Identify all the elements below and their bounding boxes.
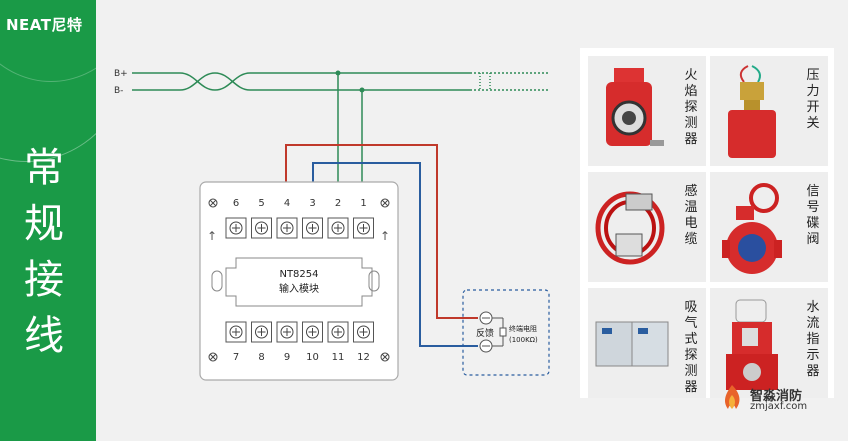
resistor-label: 终端电阻 [509, 324, 537, 333]
input-module: ↑ ↑ NT8254 输入模块 [199, 181, 399, 381]
device-card: 水 流 指 示 器 [710, 288, 828, 398]
terminal: 12 [353, 321, 374, 363]
device-card: 吸 气 式 探 测 器 [588, 288, 706, 398]
terminal: 6 [225, 198, 247, 239]
module-name: 输入模块 [279, 282, 319, 295]
device-label: 压 力 开 关 [806, 68, 820, 131]
terminal-number: 1 [360, 198, 366, 209]
page-title: 常 规 接 线 [24, 145, 64, 359]
terminal: 1 [353, 198, 374, 239]
terminal-number: 8 [258, 352, 264, 363]
module-model: NT8254 [279, 269, 318, 280]
device-card: 火 焰 探 测 器 [588, 56, 706, 166]
heat-cable-icon [595, 191, 665, 265]
blue-wire [312, 162, 478, 347]
device-label: 信 号 碟 阀 [806, 184, 820, 247]
brand-logo: NEAT尼特 [6, 16, 83, 34]
terminal-number: 10 [306, 352, 319, 363]
sidebar: NEAT尼特 常 规 接 线 [0, 0, 96, 441]
butterfly-valve-icon [722, 183, 782, 274]
terminal: 11 [327, 321, 349, 363]
end-resistor-box: 反馈 终端电阻 (100KΩ) [462, 289, 550, 376]
watermark-name: 智淼消防 [750, 389, 803, 404]
terminal: 4 [276, 198, 298, 239]
arrow-up-icon: ↑ [207, 229, 217, 243]
device-label: 感 温 电 缆 [684, 184, 698, 247]
pressure-switch-icon [728, 65, 776, 158]
bus-label-b-minus: B- [114, 86, 123, 96]
water-flow-indicator-icon [726, 299, 778, 390]
flame-detector-icon [606, 68, 664, 146]
terminal-number: 5 [258, 198, 264, 209]
watermark: 智淼消防 zmjaxf.com [716, 383, 834, 415]
terminal-number: 7 [233, 352, 239, 363]
device-card: 压 力 开 关 [710, 56, 828, 166]
device-label: 火 焰 探 测 器 [684, 68, 698, 147]
terminal-number: 9 [284, 352, 290, 363]
terminal: 7 [225, 321, 247, 363]
top-terminal-block: 6 5 4 3 2 1 [225, 198, 374, 239]
decorative-arc [0, 0, 96, 82]
terminal-number: 3 [309, 198, 315, 209]
device-label: 吸 气 式 探 测 器 [684, 300, 698, 395]
junction-dot [335, 70, 341, 76]
feedback-label: 反馈 [476, 327, 494, 339]
terminal-number: 12 [357, 352, 370, 363]
terminal-number: 6 [233, 198, 239, 209]
device-card: 信 号 碟 阀 [710, 172, 828, 282]
wiring-diagram: B+ B- ↑ ↑ NT8254 输入模块 6 5 4 3 2 1 7 8 9 10 11 12 反… [114, 69, 550, 381]
terminal-number: 2 [335, 198, 341, 209]
flame-logo-icon [725, 385, 740, 409]
bottom-terminal-block: 7 8 9 10 11 12 [225, 321, 374, 363]
device-label: 水 流 指 示 器 [806, 300, 820, 379]
terminal: 9 [276, 321, 298, 363]
junction-dot [359, 87, 365, 93]
terminal: 3 [302, 198, 323, 239]
arrow-up-icon: ↑ [380, 229, 390, 243]
device-card: 感 温 电 缆 [588, 172, 706, 282]
terminal: 5 [251, 198, 272, 239]
terminal: 8 [251, 321, 272, 363]
terminal: 10 [302, 321, 323, 363]
resistor-value: (100KΩ) [509, 336, 538, 344]
terminal-number: 4 [284, 198, 290, 209]
terminal: 2 [327, 198, 349, 239]
aspirating-detector-icon [595, 321, 669, 367]
watermark-url: zmjaxf.com [750, 401, 808, 412]
red-wire [285, 144, 478, 319]
terminal-number: 11 [332, 352, 345, 363]
device-panel: 火 焰 探 测 器 压 力 开 关 感 温 电 缆 信 号 碟 阀 [580, 48, 834, 398]
bus-label-b-plus: B+ [114, 69, 128, 79]
